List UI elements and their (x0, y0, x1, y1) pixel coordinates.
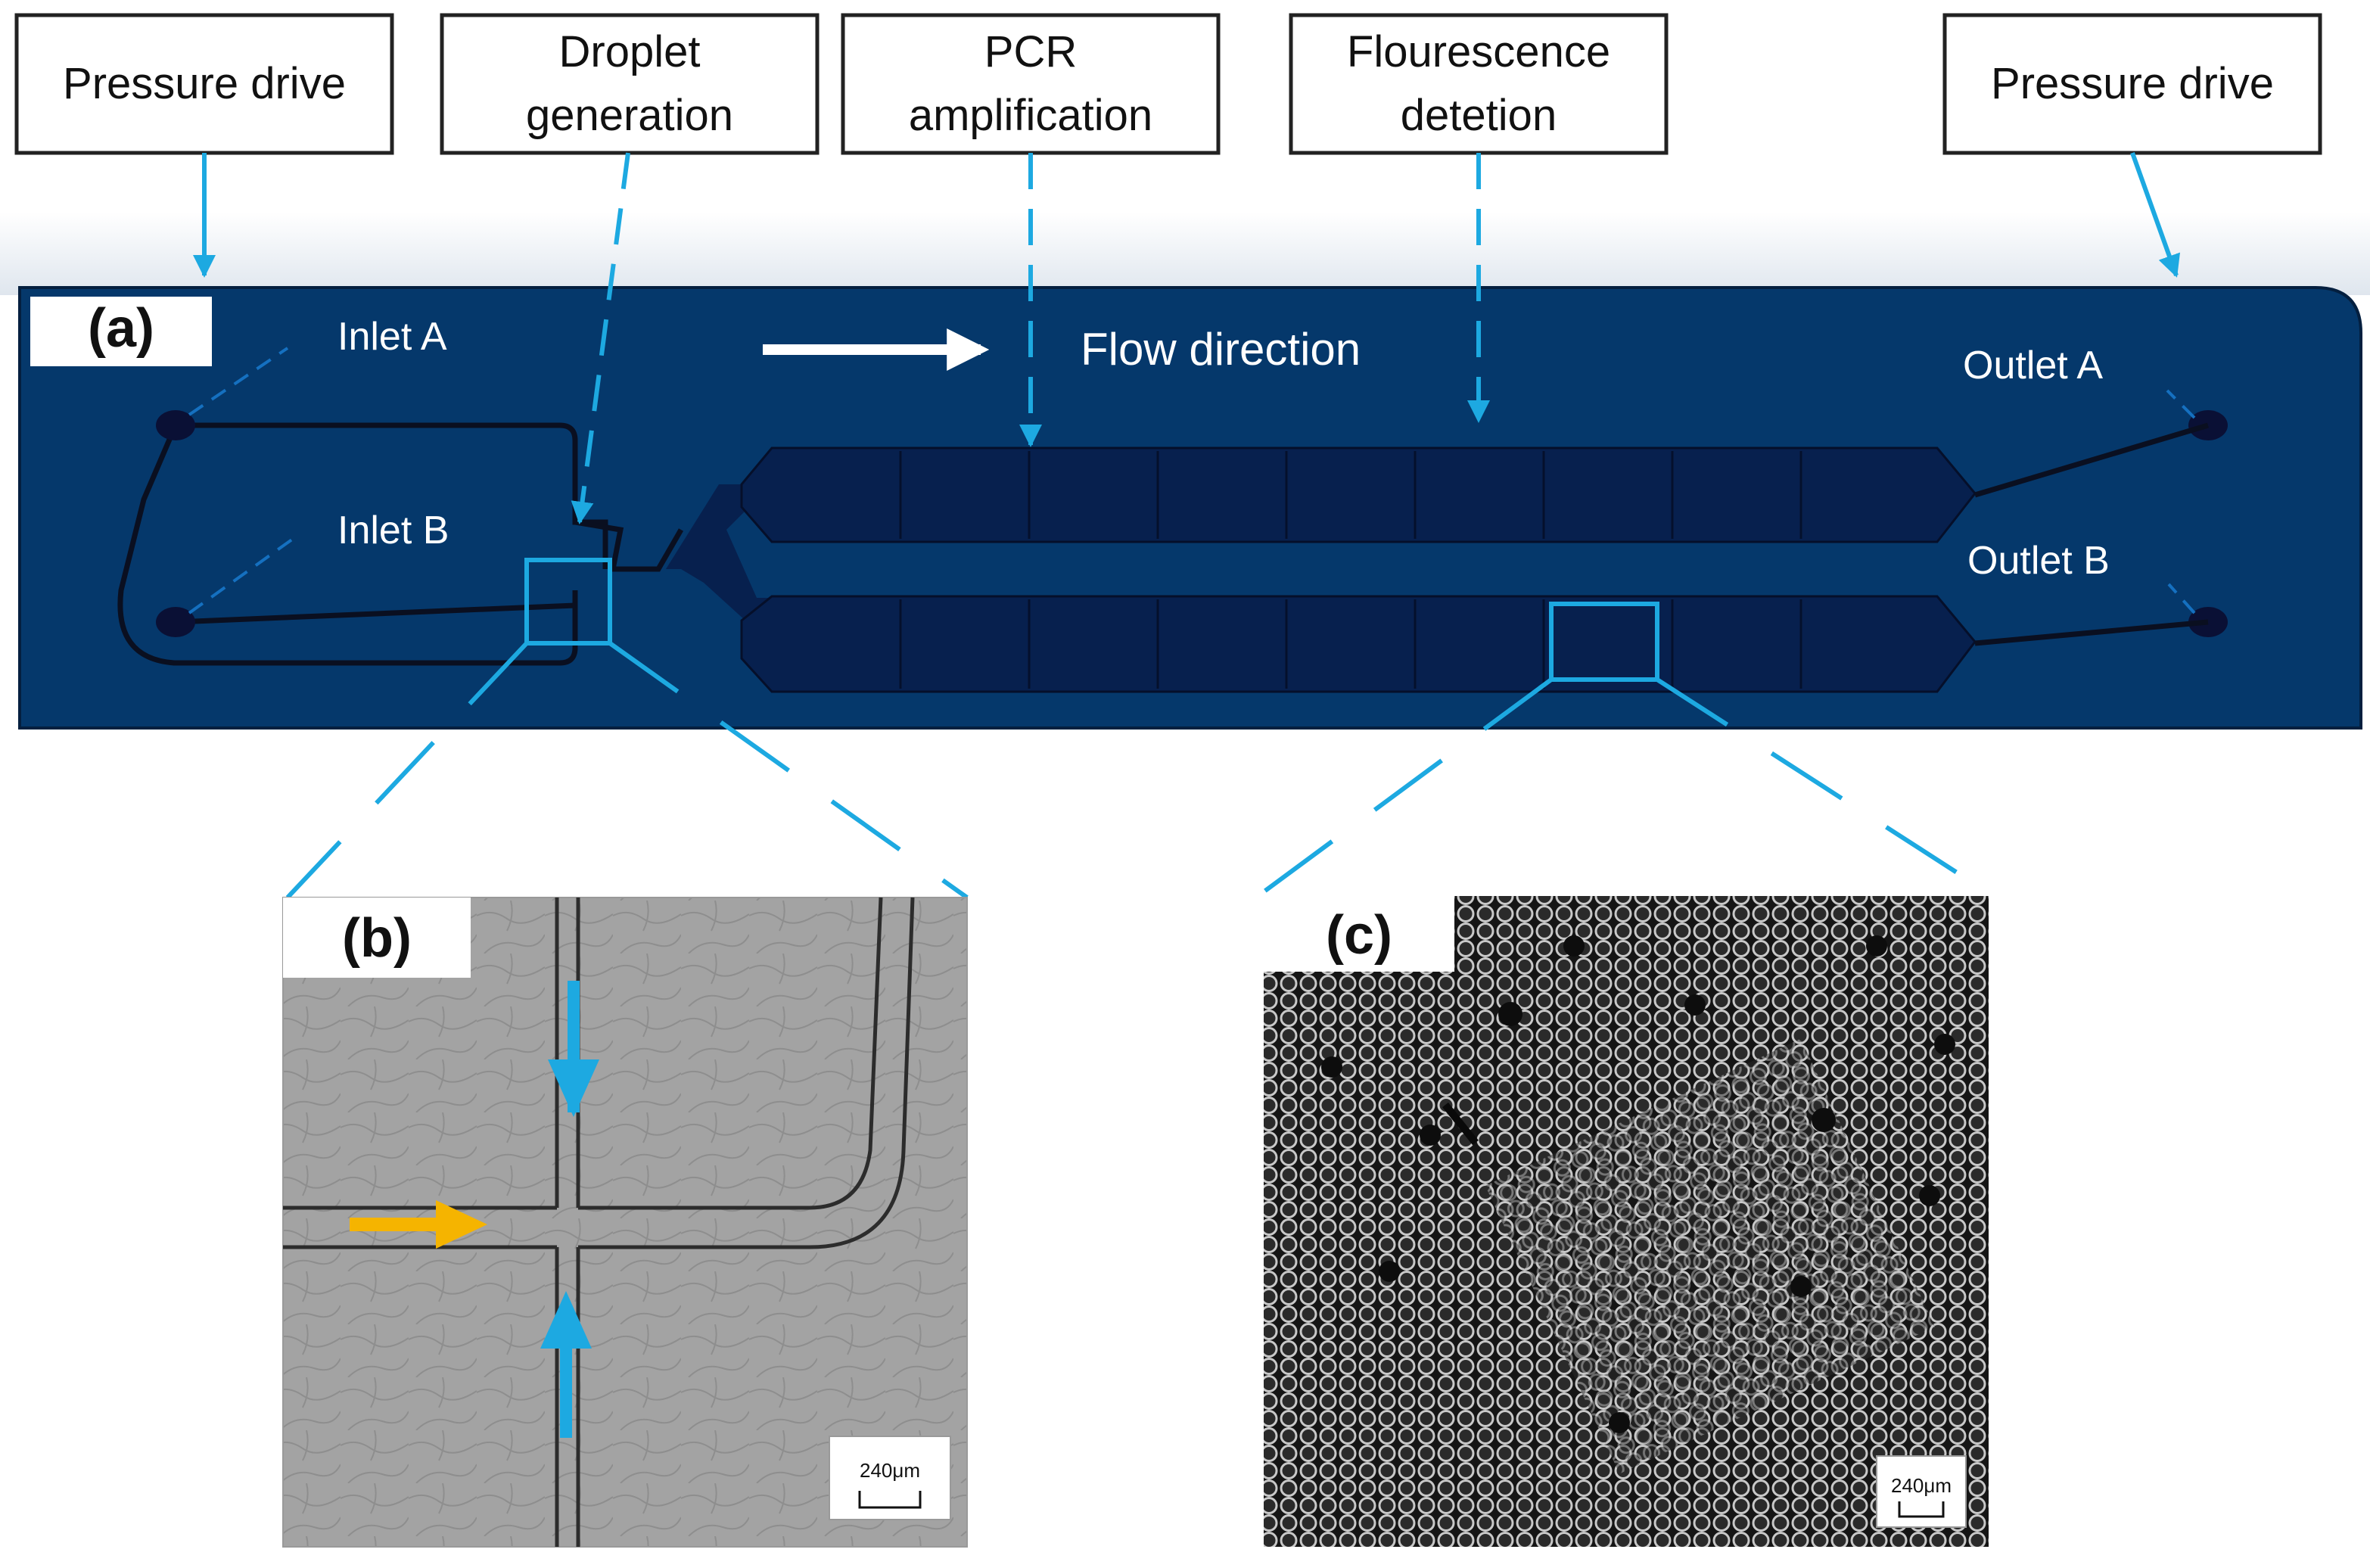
outlet-a-label: Outlet A (1963, 344, 2103, 387)
pcr-channels (740, 446, 1977, 693)
panel-b-label: (b) (342, 908, 412, 969)
outlet-b-label: Outlet B (1967, 539, 2110, 583)
inlet-b-port (156, 607, 195, 637)
pressure-right-arrow (2130, 151, 2181, 278)
outlet-b-channel (1974, 619, 2209, 646)
outlet-a-channel (1973, 422, 2210, 498)
pressure-drive-right-text: Pressure drive (1991, 59, 2274, 108)
panel-c-scalebar (1898, 1501, 1945, 1518)
panel-c-label: (c) (1326, 905, 1392, 966)
pressure-drive-left-text: Pressure drive (63, 59, 346, 108)
panel-c-scale-text: 240μm (1891, 1474, 1952, 1497)
label-box-fluorescence: Flourescence detetion (1289, 13, 1669, 155)
flow-direction-label: Flow direction (1081, 324, 1361, 375)
inlet-a-port (156, 410, 195, 440)
panel-b-scale-text: 240μm (860, 1459, 920, 1482)
panel-b-arrowhead-top (548, 1059, 599, 1117)
zoom-connectors (285, 641, 1990, 900)
label-box-pcr: PCR amplification (841, 13, 1221, 155)
droplet-arrow (571, 152, 630, 524)
zoom-box-detection (1549, 602, 1659, 682)
panel-c-micrograph: (c) 240μm (1264, 896, 1989, 1547)
chip-shadow (0, 212, 2370, 295)
pcr-text-line2: amplification (909, 91, 1152, 140)
panel-b-micrograph: (b) 240μm (282, 897, 968, 1548)
droplet-text-line1: Droplet (559, 27, 701, 76)
fluor-text-line1: Flourescence (1347, 27, 1610, 76)
inlet-b-label: Inlet B (337, 509, 449, 552)
panel-a-label: (a) (88, 298, 154, 359)
port-leaders (188, 347, 2196, 614)
panel-b-arrowhead-left (436, 1200, 487, 1249)
panel-b-scalebar (858, 1491, 922, 1509)
label-box-pressure-right: Pressure drive (1942, 13, 2322, 155)
fluor-text-line2: detetion (1401, 91, 1557, 140)
droplet-text-line2: generation (526, 91, 733, 140)
inlet-a-label: Inlet A (337, 315, 447, 359)
label-box-droplet-generation: Droplet generation (440, 13, 820, 155)
pcr-text-line1: PCR (984, 27, 1077, 76)
label-box-pressure-left: Pressure drive (14, 13, 394, 155)
pointer-arrows (193, 151, 2181, 524)
panel-a-label-box (30, 297, 212, 366)
panel-c-scalebar-box (1876, 1455, 1967, 1528)
panel-b-scalebar-box (829, 1436, 951, 1520)
panel-b-arrowhead-bottom (540, 1291, 592, 1349)
zoom-box-droplet (524, 558, 612, 646)
inlet-channels (117, 422, 684, 666)
